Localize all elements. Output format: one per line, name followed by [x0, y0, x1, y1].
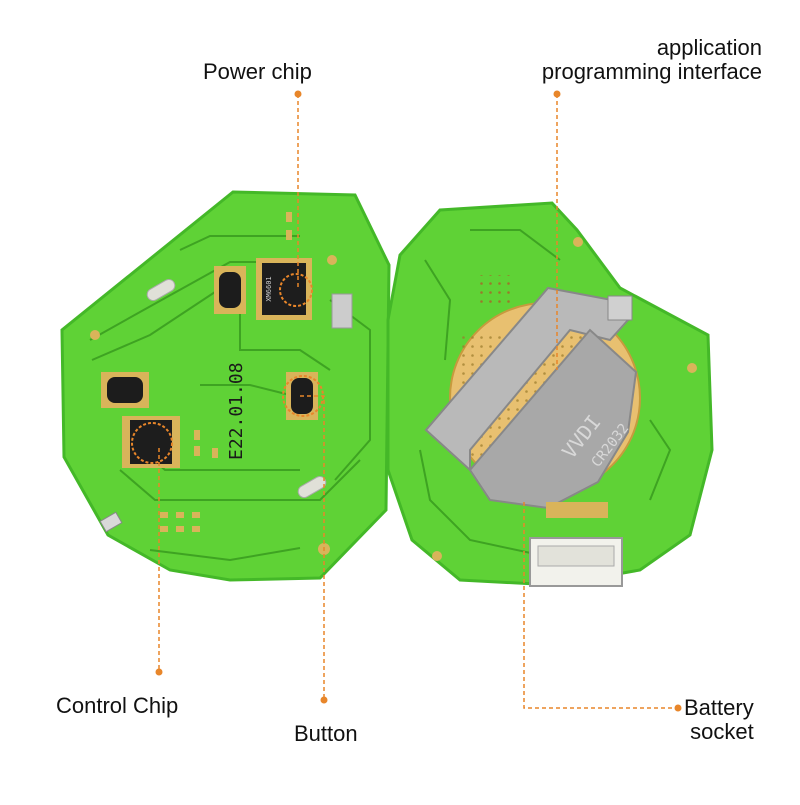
label-control-chip: Control Chip — [56, 693, 179, 718]
left-pcb-board: XM6601 E22.01.08 — [60, 190, 391, 582]
battery-holder: VVDI CR2032 — [424, 286, 638, 510]
programming-connector — [529, 502, 623, 587]
button-1 — [214, 266, 246, 314]
label-api-line2: programming interface — [541, 59, 762, 84]
label-api-line1: application — [656, 35, 762, 60]
label-button: Button — [294, 721, 358, 746]
date-code-text: E22.01.08 — [226, 362, 247, 460]
label-battery-line1: Battery — [684, 695, 754, 720]
label-battery-line2: socket — [690, 719, 754, 744]
power-chip: XM6601 — [256, 258, 312, 320]
button-2 — [101, 372, 149, 408]
label-battery-socket: Battery socket — [684, 696, 754, 744]
power-chip-marking-1: XM6601 — [265, 276, 273, 301]
right-pcb-board: VVDI CR2032 — [386, 201, 714, 587]
label-api: application programming interface — [542, 36, 762, 84]
label-power-chip: Power chip — [203, 59, 312, 84]
crystal — [331, 293, 353, 329]
